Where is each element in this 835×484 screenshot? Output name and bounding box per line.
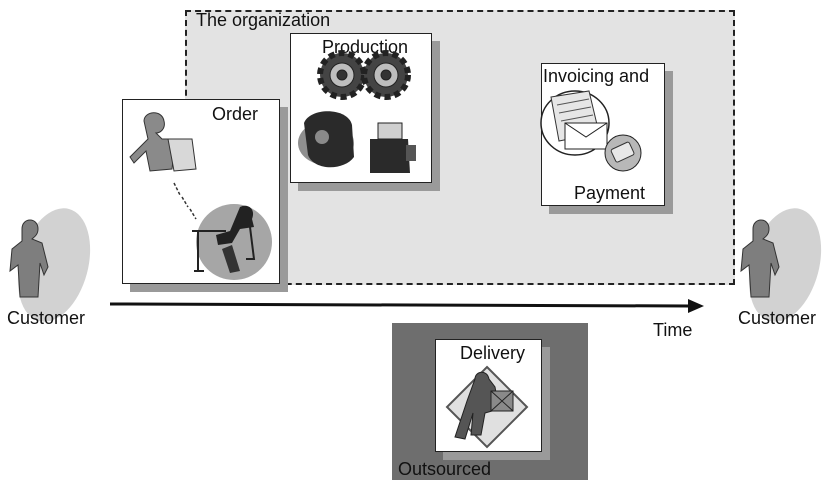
office-worker-icon: [129, 112, 197, 220]
delivery-label: Delivery: [460, 343, 526, 363]
money-icon: [604, 134, 642, 172]
gears-icon: [317, 50, 411, 100]
outsourced-label: Outsourced: [398, 459, 492, 479]
customer-figure-icon: [740, 208, 822, 322]
time-label: Time: [653, 320, 693, 340]
pump-icon: [298, 111, 416, 173]
order-label: Order: [212, 104, 259, 124]
desk-worker-icon: [192, 204, 272, 280]
customer-right-label: Customer: [738, 308, 817, 328]
documents-icon: [540, 90, 610, 156]
customer-figure-icon: [9, 208, 91, 322]
customer-left-label: Customer: [7, 308, 86, 328]
delivery-person-icon: [445, 365, 529, 449]
invoicing-label-bottom: Payment: [574, 183, 646, 203]
organization-label: The organization: [196, 10, 331, 30]
invoicing-label-top: Invoicing and: [543, 66, 650, 86]
